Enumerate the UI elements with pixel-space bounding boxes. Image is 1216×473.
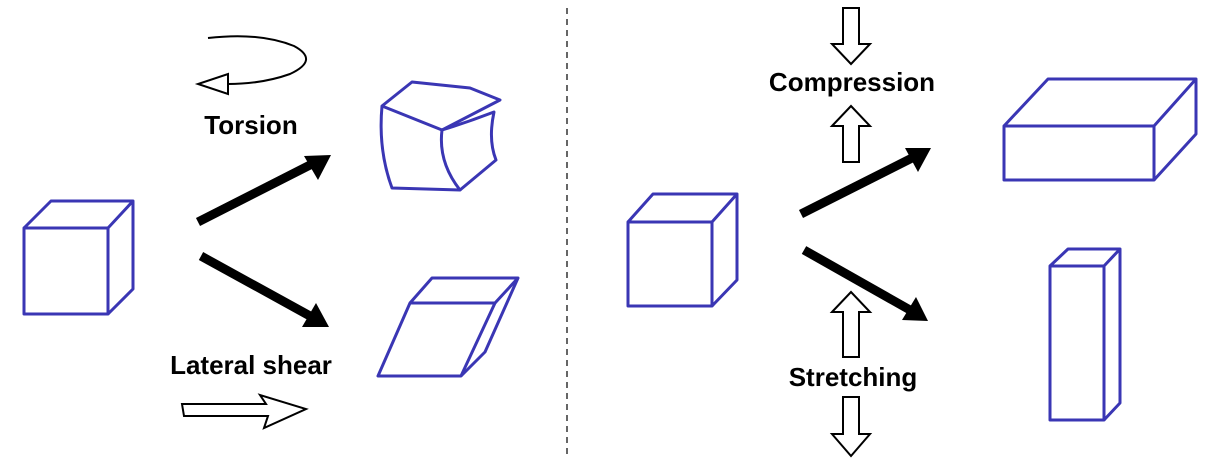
sheared-block — [376, 276, 520, 378]
original-cube-left — [22, 199, 135, 316]
compression-label: Compression — [769, 67, 935, 97]
arrow-to-stretched — [801, 246, 928, 321]
compression-arrow-top — [829, 7, 873, 66]
stretching-arrow-top — [829, 290, 873, 358]
lateral-shear-label: Lateral shear — [170, 350, 332, 380]
torsion-rotation-arrow — [194, 35, 307, 96]
twisted-cube — [379, 80, 502, 192]
shear-direction-arrow — [180, 393, 309, 430]
stretching-arrow-bottom — [829, 396, 873, 458]
arrow-to-shear — [198, 252, 329, 327]
original-cube-right — [626, 192, 739, 308]
arrow-to-compressed — [798, 148, 931, 219]
right-panel: Compression Stretching — [626, 7, 1198, 458]
stretched-block — [1048, 247, 1122, 422]
torsion-label: Torsion — [204, 110, 297, 140]
arrow-to-torsion — [195, 155, 331, 227]
compression-arrow-bottom — [829, 104, 873, 163]
left-panel: Torsion Lateral shear — [22, 35, 520, 430]
compressed-block — [1002, 77, 1198, 182]
stretching-label: Stretching — [789, 362, 918, 392]
